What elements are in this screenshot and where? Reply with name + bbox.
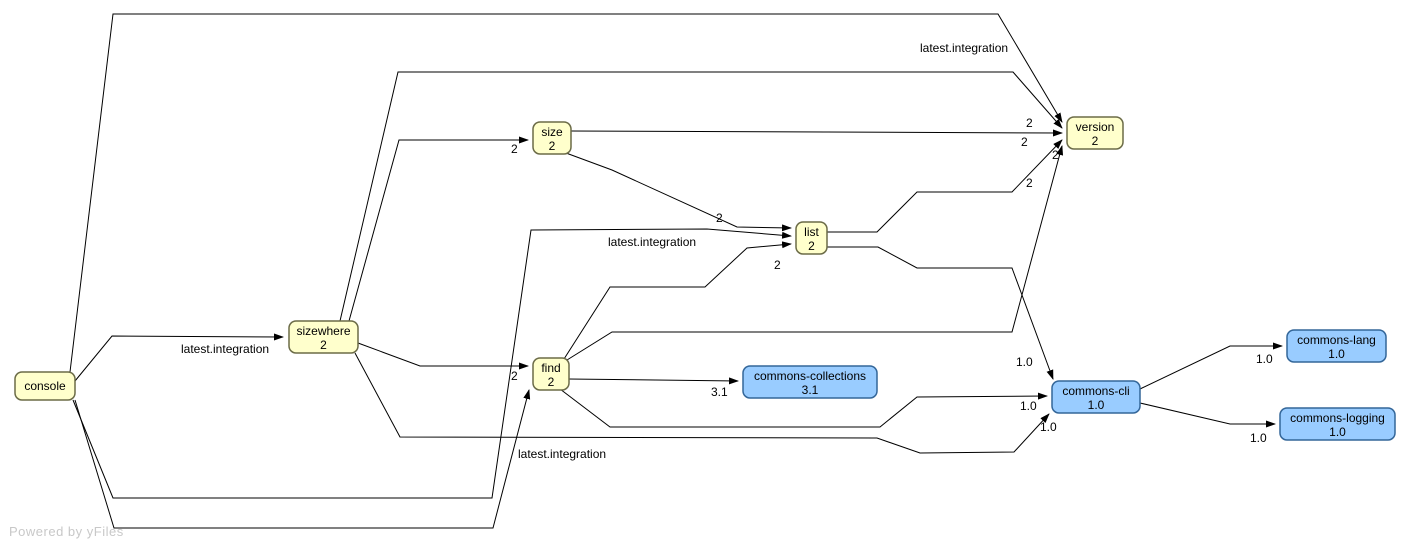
edge-console-sizewhere: latest.integration — [74, 333, 284, 382]
node-shape[interactable] — [288, 320, 359, 354]
node-label: find — [541, 361, 560, 375]
node-sublabel: 3.1 — [802, 383, 819, 397]
node-sublabel: 1.0 — [1329, 425, 1346, 439]
edge-console-find: latest.integration — [74, 389, 606, 529]
node-label: commons-lang — [1297, 333, 1376, 347]
edge-line — [826, 139, 1063, 233]
node-shape[interactable] — [1066, 116, 1124, 150]
node-label: version — [1076, 120, 1115, 134]
edge-label: 1.0 — [1256, 352, 1273, 366]
node-shape[interactable] — [1051, 380, 1141, 414]
edge-label: 3.1 — [711, 385, 728, 399]
node-sublabel: 1.0 — [1328, 347, 1345, 361]
node-label: commons-collections — [754, 369, 866, 383]
edge-line — [559, 388, 1048, 428]
edge-commons-cli-commons-logging: 1.0 — [1139, 402, 1276, 445]
edge-line — [826, 246, 1054, 380]
node-label: sizewhere — [296, 324, 350, 338]
edge-sizewhere-version: 2 — [339, 71, 1063, 322]
edge-label: 2 — [1052, 148, 1059, 162]
node-sublabel: 2 — [1092, 134, 1099, 148]
node-shape[interactable] — [14, 371, 76, 401]
edge-find-commons-collections: 3.1 — [567, 377, 739, 399]
edge-size-list: 2 — [565, 152, 792, 232]
node-shape[interactable] — [795, 221, 828, 255]
node-sublabel: 1.0 — [1088, 398, 1105, 412]
node-sublabel: 2 — [808, 239, 815, 253]
edge-line — [74, 389, 531, 529]
node-shape[interactable] — [532, 357, 570, 391]
edge-line — [1139, 402, 1276, 428]
edge-label: 2 — [716, 211, 723, 225]
edge-line — [563, 241, 792, 360]
edge-line — [69, 13, 1063, 373]
edge-line — [354, 352, 1050, 454]
edge-label: 1.0 — [1250, 431, 1267, 445]
edge-size-version: 2 — [569, 129, 1063, 149]
node-label: commons-logging — [1290, 411, 1385, 425]
edge-sizewhere-commons-cli: 1.0 — [354, 352, 1057, 454]
edge-commons-cli-commons-lang: 1.0 — [1139, 342, 1283, 390]
edge-label: 1.0 — [1040, 420, 1057, 434]
edge-line — [566, 145, 1064, 361]
edge-find-list: 2 — [563, 241, 792, 360]
edge-label: latest.integration — [920, 41, 1008, 55]
edge-label: 2 — [1026, 176, 1033, 190]
edge-label: 2 — [1026, 116, 1033, 130]
edge-find-commons-cli: 1.0 — [559, 388, 1048, 428]
node-label: size — [541, 125, 563, 139]
edge-label: 2 — [774, 258, 781, 272]
edge-line — [74, 333, 284, 382]
node-shape[interactable] — [742, 365, 878, 399]
node-shape[interactable] — [532, 121, 572, 155]
edge-label: latest.integration — [518, 447, 606, 461]
node-sublabel: 2 — [320, 338, 327, 352]
edge-label: 2 — [511, 369, 518, 383]
node-console[interactable]: console — [14, 371, 76, 401]
edge-find-version: 2 — [566, 145, 1064, 361]
edge-label: latest.integration — [181, 342, 269, 356]
node-label: console — [24, 379, 66, 393]
edge-line — [565, 152, 792, 232]
node-shape[interactable] — [1286, 329, 1387, 363]
edge-label: 2 — [1021, 135, 1028, 149]
edge-label: 1.0 — [1020, 399, 1037, 413]
edge-line — [1139, 342, 1283, 390]
edge-console-version: latest.integration — [69, 13, 1063, 373]
edge-line — [339, 71, 1063, 322]
node-label: list — [804, 225, 819, 239]
edge-console-list: latest.integration — [72, 228, 792, 499]
node-shape[interactable] — [1279, 407, 1396, 441]
node-sublabel: 2 — [549, 139, 556, 153]
edge-line — [569, 129, 1063, 137]
edge-label: 2 — [511, 142, 518, 156]
edge-line — [567, 377, 739, 385]
edge-sizewhere-find: 2 — [357, 342, 529, 383]
node-sublabel: 2 — [548, 375, 555, 389]
edge-sizewhere-size: 2 — [348, 136, 529, 322]
edge-label: latest.integration — [608, 235, 696, 249]
edge-list-commons-cli: 1.0 — [826, 246, 1054, 380]
edge-label: 1.0 — [1016, 355, 1033, 369]
edge-list-version: 2 — [826, 139, 1063, 233]
edge-line — [357, 342, 529, 370]
node-label: commons-cli — [1062, 384, 1129, 398]
yfiles-watermark: Powered by yFiles — [9, 524, 124, 539]
edge-line — [348, 136, 529, 322]
edge-line — [72, 228, 792, 499]
